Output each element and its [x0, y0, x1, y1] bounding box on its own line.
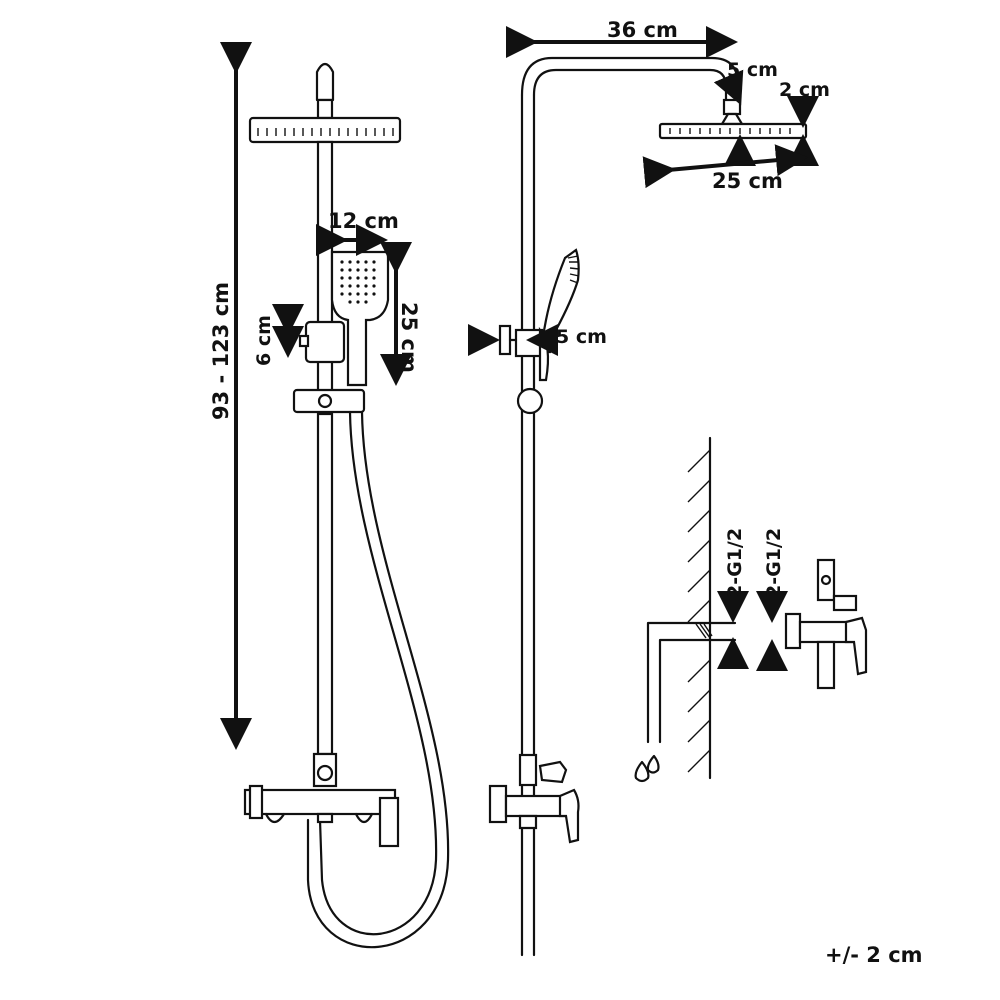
lower-riser — [316, 412, 334, 756]
mini-hose-connector — [832, 594, 858, 612]
handset-length-label: 25 cm — [397, 302, 421, 373]
rain-shower-head — [248, 116, 402, 144]
side-head-nozzles — [669, 128, 791, 134]
mixer-left-cap — [248, 784, 264, 820]
holder-clamp — [304, 320, 346, 364]
handset-width-label: 12 cm — [328, 209, 399, 233]
wall-flange-right — [354, 812, 374, 824]
arm-nut — [722, 98, 742, 116]
wall-flange-left — [264, 812, 286, 824]
arm-drop-arrow — [713, 69, 744, 106]
hand-shower — [330, 250, 390, 387]
head-connector — [316, 98, 334, 120]
hose-inner — [306, 410, 450, 949]
wall-hatching — [687, 449, 711, 773]
holder-travel-label: 6 cm — [253, 315, 275, 366]
side-holder-knob — [498, 324, 512, 356]
supply-pipe-outer — [646, 621, 737, 744]
rain-head-nozzles — [257, 128, 394, 136]
diverter-knob — [316, 764, 334, 782]
mini-wall-flange — [784, 612, 802, 650]
head-width-label: 25 cm — [712, 169, 783, 193]
water-drops-icon — [634, 754, 660, 783]
side-outlet-nut — [518, 814, 538, 830]
handset-nozzles — [340, 260, 376, 304]
side-wall-flange — [488, 784, 508, 824]
side-mixer-lever — [558, 788, 580, 844]
slider-knob — [317, 393, 333, 409]
head-width-line — [642, 144, 808, 189]
shower-arm-outer — [520, 56, 740, 102]
side-handset-face — [567, 255, 580, 284]
side-holder-clamp — [514, 328, 544, 358]
front-view — [243, 62, 450, 949]
shower-arm-inner — [532, 68, 728, 102]
spout-stub — [316, 812, 334, 824]
installation-detail — [634, 436, 868, 783]
inlet-right-label: 2-G1/2 — [763, 528, 785, 598]
mixer-body — [243, 788, 397, 816]
holder-offset-label: 5 cm — [556, 326, 607, 348]
side-hose-connector — [538, 760, 568, 784]
head-ball-joint — [720, 112, 744, 126]
height-label: 93 - 123 cm — [209, 282, 233, 420]
mini-mixer-lever — [844, 616, 868, 676]
thread-marks — [695, 623, 713, 639]
arm-drop-label: 5 cm — [727, 59, 778, 81]
tolerance-label: +/- 2 cm — [825, 943, 923, 967]
side-diverter — [518, 753, 538, 787]
mixer-lever — [378, 796, 400, 848]
side-slider-knob — [516, 387, 544, 415]
holder-knob — [298, 334, 310, 348]
arm-reach-label: 36 cm — [607, 18, 678, 42]
head-thickness-label: 2 cm — [779, 79, 830, 101]
dimension-labels: 93 - 123 cm 12 cm 25 cm 6 cm 36 cm 5 cm … — [209, 18, 923, 967]
top-cap — [315, 62, 335, 102]
inlet-left-label: 2-G1/2 — [724, 528, 746, 598]
side-rain-head — [658, 122, 808, 140]
mini-outlet-pipe — [816, 640, 836, 690]
dimension-lines — [220, 26, 819, 750]
hose-outer — [318, 410, 438, 936]
supply-pipe-inner — [658, 638, 737, 744]
